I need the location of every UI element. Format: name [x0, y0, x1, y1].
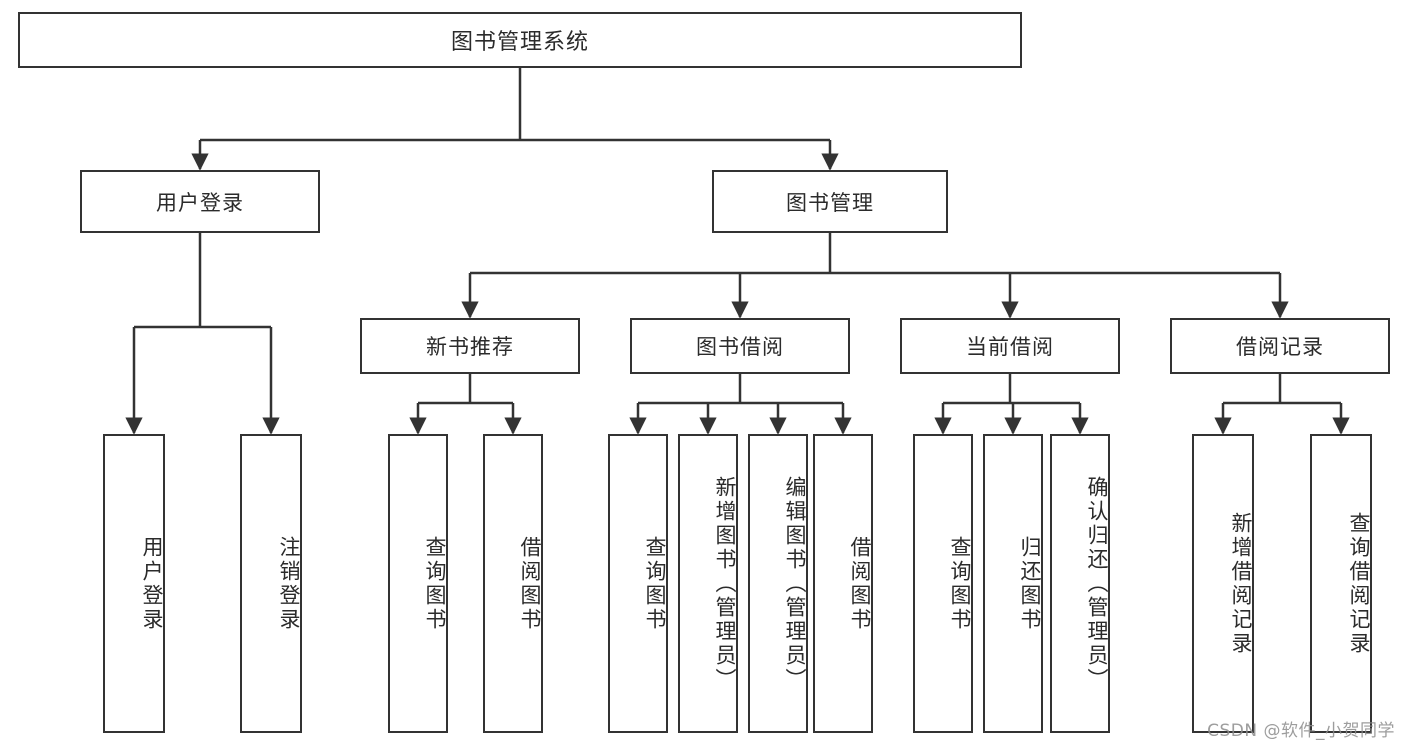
- leaf-query-book-2-label: 查询图书: [643, 535, 667, 632]
- leaf-logout-label: 注销登录: [277, 535, 301, 632]
- node-user-login[interactable]: 用户登录: [80, 170, 320, 233]
- leaf-return-book[interactable]: 归还图书: [983, 434, 1043, 733]
- leaf-query-book-3-label: 查询图书: [948, 535, 972, 632]
- leaf-borrow-book-1-label: 借阅图书: [518, 535, 542, 632]
- leaf-query-book-1[interactable]: 查询图书: [388, 434, 448, 733]
- node-book-management-label: 图书管理: [786, 190, 874, 215]
- leaf-query-book-1-label: 查询图书: [423, 535, 447, 632]
- leaf-add-record[interactable]: 新增借阅记录: [1192, 434, 1254, 733]
- node-root[interactable]: 图书管理系统: [18, 12, 1022, 68]
- leaf-confirm-return-label: 确认归还（管理员）: [1085, 475, 1109, 692]
- leaf-query-book-3[interactable]: 查询图书: [913, 434, 973, 733]
- node-root-label: 图书管理系统: [450, 30, 589, 55]
- leaf-query-record-label: 查询借阅记录: [1347, 511, 1371, 656]
- node-borrow-record-label: 借阅记录: [1236, 335, 1324, 359]
- leaf-user-login[interactable]: 用户登录: [103, 434, 165, 733]
- node-borrow-record[interactable]: 借阅记录: [1170, 318, 1390, 374]
- leaf-borrow-book-1[interactable]: 借阅图书: [483, 434, 543, 733]
- node-user-login-label: 用户登录: [156, 190, 244, 215]
- node-new-book-recommend-label: 新书推荐: [426, 335, 514, 359]
- leaf-user-login-label: 用户登录: [140, 535, 164, 632]
- leaf-confirm-return[interactable]: 确认归还（管理员）: [1050, 434, 1110, 733]
- node-book-borrow-label: 图书借阅: [696, 335, 784, 359]
- watermark: CSDN @软件_小贺同学: [1207, 721, 1395, 741]
- leaf-query-book-2[interactable]: 查询图书: [608, 434, 668, 733]
- leaf-logout[interactable]: 注销登录: [240, 434, 302, 733]
- leaf-add-book-label: 新增图书（管理员）: [713, 475, 737, 692]
- leaf-edit-book[interactable]: 编辑图书（管理员）: [748, 434, 808, 733]
- node-current-borrow-label: 当前借阅: [966, 335, 1054, 359]
- leaf-edit-book-label: 编辑图书（管理员）: [783, 475, 807, 692]
- node-book-borrow[interactable]: 图书借阅: [630, 318, 850, 374]
- leaf-borrow-book-2-label: 借阅图书: [848, 535, 872, 632]
- node-current-borrow[interactable]: 当前借阅: [900, 318, 1120, 374]
- leaf-add-record-label: 新增借阅记录: [1229, 511, 1253, 656]
- node-book-management[interactable]: 图书管理: [712, 170, 948, 233]
- node-new-book-recommend[interactable]: 新书推荐: [360, 318, 580, 374]
- leaf-add-book[interactable]: 新增图书（管理员）: [678, 434, 738, 733]
- leaf-borrow-book-2[interactable]: 借阅图书: [813, 434, 873, 733]
- leaf-query-record[interactable]: 查询借阅记录: [1310, 434, 1372, 733]
- leaf-return-book-label: 归还图书: [1018, 535, 1042, 632]
